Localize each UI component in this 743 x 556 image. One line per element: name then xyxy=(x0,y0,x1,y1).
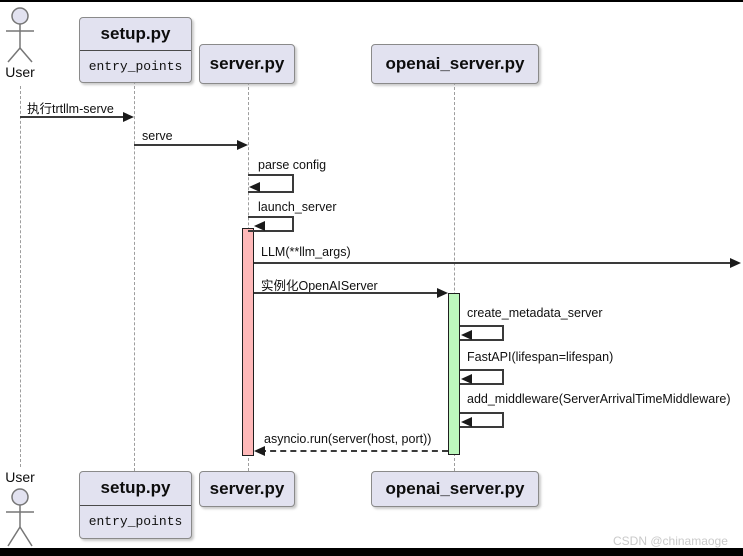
message-arrow-exec xyxy=(20,116,124,118)
participant-server-bottom: server.py xyxy=(199,471,295,507)
message-label-asyncio-run: asyncio.run(server(host, port)) xyxy=(264,432,432,446)
participant-setup-subtitle: entry_points xyxy=(80,49,191,83)
arrowhead-left-icon xyxy=(461,374,472,384)
self-message-create-metadata xyxy=(460,325,504,341)
participant-setup-subtitle: entry_points xyxy=(80,504,191,539)
participant-openai-title: openai_server.py xyxy=(385,54,525,73)
participant-setup-title: setup.py xyxy=(100,23,171,43)
activation-bar-openai xyxy=(448,293,460,455)
self-message-parse-config xyxy=(248,174,294,193)
message-label-serve: serve xyxy=(142,129,173,143)
self-message-fastapi xyxy=(460,369,504,385)
participant-setup-title: setup.py xyxy=(100,478,171,498)
actor-user-label-bottom: User xyxy=(5,469,35,485)
message-arrow-instantiate xyxy=(254,292,438,294)
participant-server-top: server.py xyxy=(199,44,295,84)
message-arrow-llm xyxy=(254,262,730,264)
message-arrow-asyncio-return xyxy=(260,450,448,452)
message-label-llm-args: LLM(**llm_args) xyxy=(261,245,351,259)
lifeline-user xyxy=(20,86,21,467)
user-actor-icon xyxy=(6,488,34,547)
self-message-add-middleware xyxy=(460,412,504,428)
self-message-launch-server xyxy=(248,216,294,232)
arrowhead-left-icon xyxy=(254,221,265,231)
message-label-add-middleware: add_middleware(ServerArrivalTimeMiddlewa… xyxy=(467,392,731,406)
message-label-create-metadata-server: create_metadata_server xyxy=(467,306,603,320)
arrowhead-left-icon xyxy=(461,330,472,340)
arrowhead-right-icon xyxy=(437,288,448,298)
lifeline-setup xyxy=(134,81,135,471)
bottom-border xyxy=(0,548,743,556)
participant-openai-top: openai_server.py xyxy=(371,44,539,84)
activation-bar-server xyxy=(242,228,254,456)
participant-setup-bottom: setup.py entry_points xyxy=(79,471,192,539)
message-label-parse-config: parse config xyxy=(258,158,327,172)
participant-openai-title: openai_server.py xyxy=(385,479,525,498)
arrowhead-left-icon xyxy=(461,417,472,427)
message-label-instantiate-openaiserver: 实例化OpenAIServer xyxy=(261,279,378,293)
message-arrow-serve xyxy=(134,144,238,146)
arrowhead-left-icon xyxy=(254,446,265,456)
participant-server-title: server.py xyxy=(209,479,285,498)
watermark: CSDN @chinamaoge xyxy=(613,534,728,548)
arrowhead-left-icon xyxy=(249,182,260,192)
user-actor-icon xyxy=(6,7,34,63)
message-label-exec-trtllm-serve: 执行trtllm-serve xyxy=(27,102,114,116)
top-border xyxy=(0,0,743,2)
arrowhead-right-icon xyxy=(237,140,248,150)
actor-user-label-top: User xyxy=(5,64,35,80)
participant-setup-top: setup.py entry_points xyxy=(79,17,192,83)
message-label-fastapi: FastAPI(lifespan=lifespan) xyxy=(467,350,614,364)
participant-server-title: server.py xyxy=(209,54,285,73)
arrowhead-right-icon xyxy=(123,112,134,122)
participant-openai-bottom: openai_server.py xyxy=(371,471,539,507)
arrowhead-right-icon xyxy=(730,258,741,268)
message-label-launch-server: launch_server xyxy=(258,200,337,214)
lifeline-openai xyxy=(454,82,455,471)
